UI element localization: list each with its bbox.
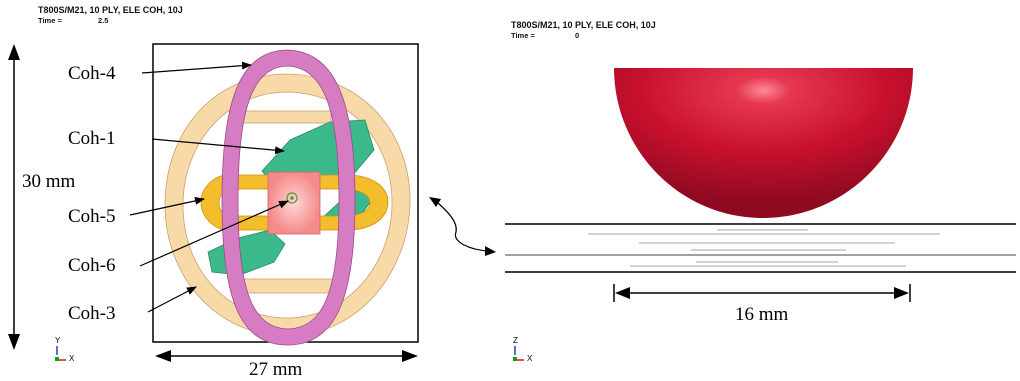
width-arrow-right	[402, 350, 418, 362]
coh1-pointer	[151, 138, 285, 155]
height-arrow-bottom	[8, 334, 20, 350]
link-arrow-start	[429, 197, 441, 207]
left-time-label: Time =	[38, 16, 62, 25]
width-dimension-label: 27 mm	[249, 359, 303, 380]
coh3-label: Coh-3	[68, 303, 116, 324]
laminate-plate	[505, 223, 1016, 273]
damage-arrow-right	[894, 287, 909, 299]
right-time-label: Time =	[511, 31, 535, 40]
coh4-interface	[221, 49, 356, 346]
impactor-hemisphere	[614, 68, 913, 218]
left-time-value: 2.5	[98, 16, 109, 25]
right-time-value: 0	[575, 31, 580, 40]
coh6-label: Coh-6	[68, 255, 116, 276]
height-dimension-label: 30 mm	[22, 171, 76, 192]
damage-dimension-label: 16 mm	[735, 304, 789, 325]
coh5-label: Coh-5	[68, 206, 116, 227]
coh5-pointer	[129, 196, 205, 216]
coh3-interface	[164, 73, 411, 337]
width-arrow-left	[155, 350, 171, 362]
coh6-interface	[267, 171, 321, 235]
left-axis-x-label: X	[69, 354, 75, 363]
right-axis-triad	[513, 346, 524, 361]
coh6-pointer	[139, 200, 289, 267]
height-arrow-top	[8, 44, 20, 60]
right-title: T800S/M21, 10 PLY, ELE COH, 10J	[511, 20, 656, 30]
link-curve	[437, 202, 490, 252]
link-arrow-end	[485, 246, 496, 256]
right-axis-z-label: Z	[513, 336, 518, 345]
right-axis-x-label: X	[527, 354, 533, 363]
damage-arrow-left	[615, 287, 630, 299]
coh1-label: Coh-1	[68, 128, 116, 149]
left-axis-y-label: Y	[55, 336, 61, 345]
coh3-pointer	[147, 286, 197, 313]
left-title: T800S/M21, 10 PLY, ELE COH, 10J	[38, 5, 183, 15]
coh4-label: Coh-4	[68, 63, 116, 84]
left-axis-triad	[55, 346, 66, 361]
coh4-pointer	[141, 61, 252, 74]
